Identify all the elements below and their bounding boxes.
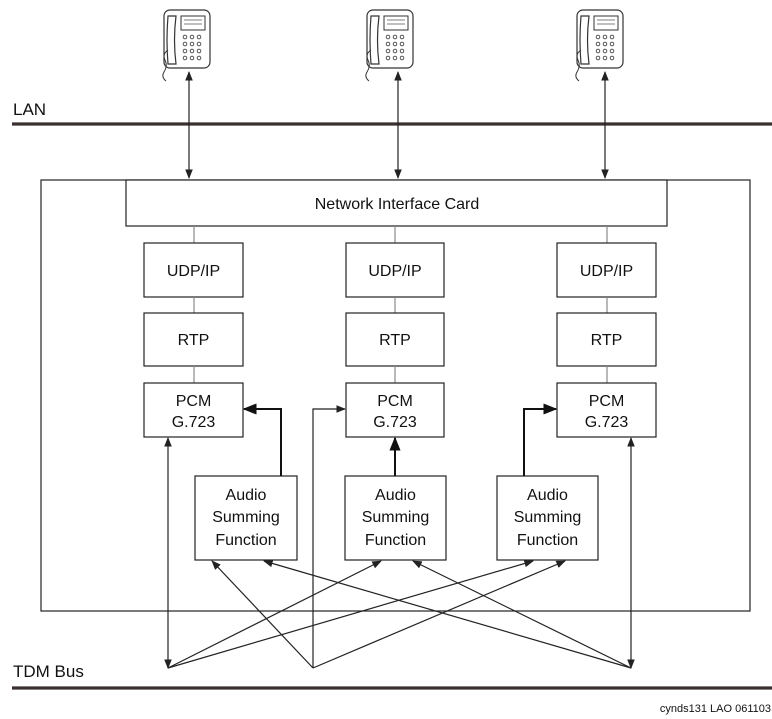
g723-label: G.723 (373, 414, 417, 431)
tdm-to-asf-line (263, 559, 632, 669)
asf-line-1: Audio (527, 487, 568, 504)
lan-label: LAN (13, 100, 46, 119)
udp-ip-label: UDP/IP (368, 263, 421, 280)
pcm-label: PCM (176, 393, 212, 410)
asf3-to-pcm3-arrow (523, 403, 558, 476)
phone-icon (575, 9, 624, 82)
udp-ip-box (143, 242, 244, 298)
udp-ip-box (556, 242, 657, 298)
pcm-label: PCM (589, 393, 625, 410)
g723-label: G.723 (172, 414, 216, 431)
pcm-g723-box (345, 382, 445, 438)
asf-line-2: Summing (212, 509, 280, 526)
pcm-label: PCM (377, 393, 413, 410)
tdm-to-asf-line (312, 560, 566, 669)
tdm-to-asf-line (412, 560, 632, 669)
asf-line-3: Function (517, 532, 578, 549)
tdm-to-asf-line (211, 560, 314, 669)
audio-summing-box (344, 475, 447, 561)
udp-ip-label: UDP/IP (167, 263, 220, 280)
rtp-label: RTP (178, 332, 210, 349)
asf-line-2: Summing (362, 509, 430, 526)
rtp-label: RTP (379, 332, 411, 349)
g723-label: G.723 (585, 414, 629, 431)
tdm-to-asf-line (167, 559, 534, 669)
nic-label: Network Interface Card (315, 196, 480, 213)
phone-icon (365, 9, 414, 82)
tdm-bus-label: TDM Bus (13, 662, 84, 681)
udp-ip-label: UDP/IP (580, 263, 633, 280)
rtp-box (556, 312, 657, 367)
asf-line-1: Audio (375, 487, 416, 504)
pcm-g723-box (556, 382, 657, 438)
rtp-label: RTP (591, 332, 623, 349)
asf-line-3: Function (215, 532, 276, 549)
tdm-to-pcm2-arrow (312, 405, 346, 668)
pcm-g723-box (143, 382, 244, 438)
rtp-box (143, 312, 244, 367)
audio-summing-box (496, 475, 599, 561)
asf-line-3: Function (365, 532, 426, 549)
audio-summing-box (194, 475, 298, 561)
asf-line-2: Summing (514, 509, 582, 526)
asf-line-1: Audio (226, 487, 267, 504)
tdm-to-asf-line (167, 560, 382, 669)
figure-caption: cynds131 LAO 061103 (660, 703, 771, 715)
udp-ip-box (345, 242, 445, 298)
rtp-box (345, 312, 445, 367)
asf1-to-pcm1-arrow (242, 403, 282, 476)
phone-icon (162, 9, 211, 82)
nic-box (125, 179, 668, 227)
